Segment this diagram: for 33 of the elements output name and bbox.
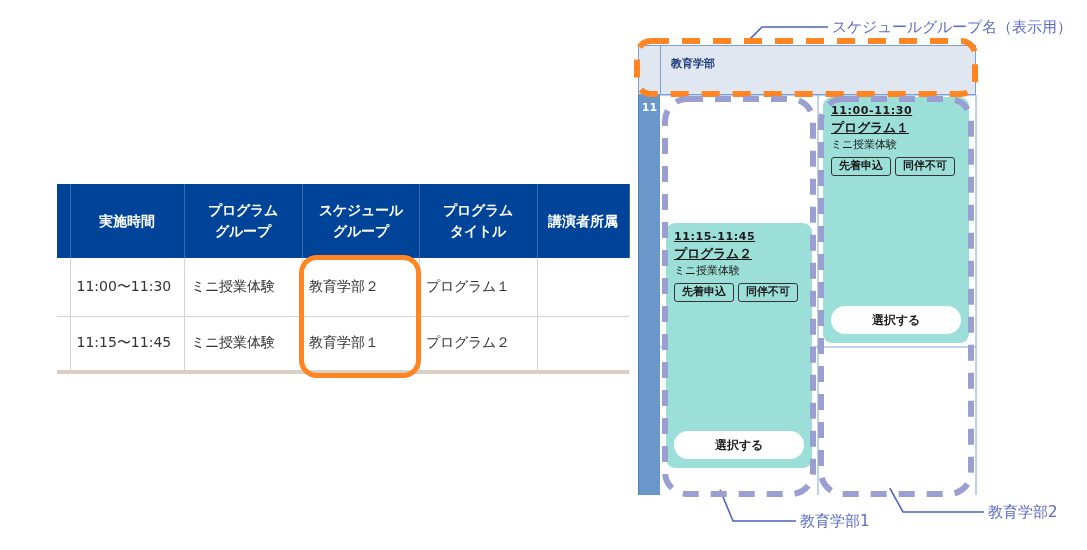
callout-text: 教育学部2 <box>988 500 1083 524</box>
program-group-text: ミニ授業体験 <box>674 264 740 278</box>
time-range-text: 11:15-11:45 <box>674 230 756 244</box>
table-cell: 11:15〜11:45 <box>70 316 184 372</box>
column-header: 講演者所属 <box>537 184 629 258</box>
table-cell: プログラム２ <box>419 316 537 372</box>
table-cell: プログラム１ <box>419 258 537 316</box>
status-tag: 同伴不可 <box>738 283 798 302</box>
status-tag: 先着申込 <box>674 283 734 302</box>
table-cell: ミニ授業体験 <box>184 316 302 372</box>
callout-text: スケジュールグループ名（表示用） <box>832 16 1072 38</box>
select-button: 選択する <box>674 431 804 459</box>
leader-line <box>889 487 985 513</box>
column-header: プログラムグループ <box>184 184 302 258</box>
hour-bar: 11 <box>638 95 660 495</box>
group-header: 教育学部 <box>638 45 976 95</box>
table-cell: 教育学部１ <box>302 316 419 372</box>
column-header: 実施時間 <box>70 184 184 258</box>
program-title: プログラム１ <box>831 120 909 135</box>
time-range-text: 11:00-11:30 <box>831 104 913 118</box>
program-card <box>823 97 969 343</box>
column-header: プログラムタイトル <box>419 184 537 258</box>
table-cell: ミニ授業体験 <box>184 258 302 316</box>
status-tag: 同伴不可 <box>895 157 955 176</box>
callout-text: 教育学部1 <box>800 509 895 533</box>
program-group-text: ミニ授業体験 <box>831 138 897 152</box>
table-cell: 11:00〜11:30 <box>70 258 184 316</box>
program-card <box>666 223 812 468</box>
column-header: スケジュールグループ <box>302 184 419 258</box>
status-tag: 先着申込 <box>831 157 891 176</box>
select-button: 選択する <box>831 306 961 334</box>
leader-line <box>719 489 797 522</box>
program-title: プログラム２ <box>674 246 752 261</box>
